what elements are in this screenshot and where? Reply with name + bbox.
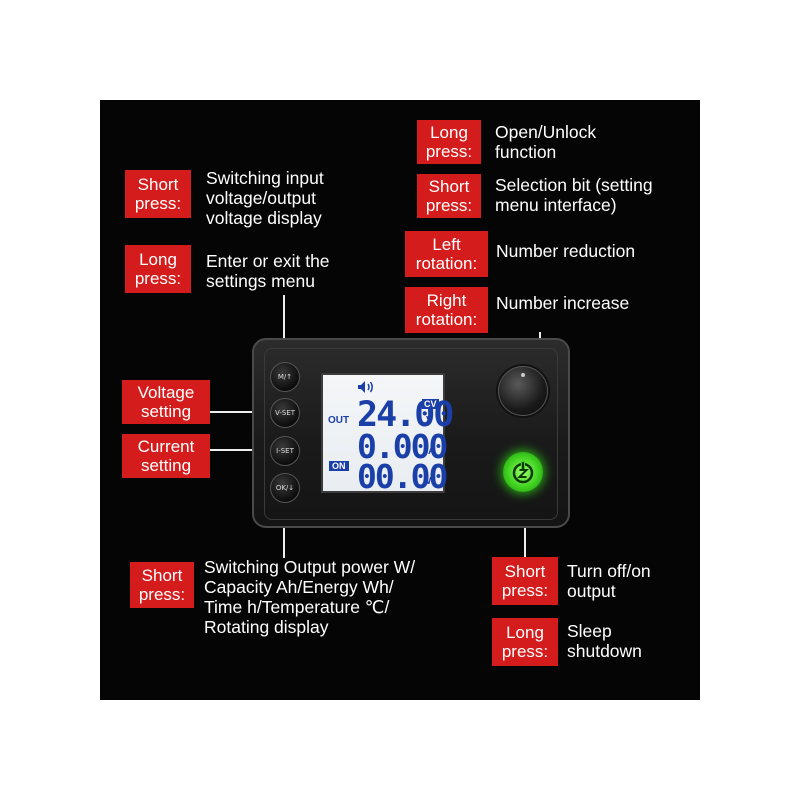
knob-right-rotation-desc: Number increase [496, 293, 630, 313]
ok-short-press-tag: Short press: [130, 562, 194, 608]
connector-m-button [283, 295, 285, 370]
watt-unit: W [426, 476, 436, 487]
vset-button[interactable]: V-SET [270, 398, 300, 428]
current-readout: 0.000 [357, 427, 448, 466]
device-bezel [264, 348, 558, 520]
knob-long-press-tag: Long press: [417, 120, 481, 164]
on-badge: ON [329, 461, 349, 471]
m-short-press-tag: Short press: [125, 170, 191, 218]
power-short-press-tag: Short press: [492, 557, 558, 605]
power-readout: 00.00 [357, 457, 448, 496]
knob-long-press-desc: Open/Unlock function [495, 122, 597, 162]
power-button[interactable] [503, 452, 543, 492]
power-long-press-tag: Long press: [492, 618, 558, 666]
lcd-display: OUT 24.00 CV V 0.000 A ON 00.00 W [321, 373, 454, 496]
knob-short-press-desc: Selection bit (setting menu interface) [495, 175, 653, 215]
cv-badge: CV [422, 399, 439, 409]
power-icon [512, 461, 534, 484]
connector-iset [210, 449, 267, 451]
ok-short-press-desc: Switching Output power W/ Capacity Ah/En… [204, 557, 416, 637]
amp-unit: A [428, 446, 436, 457]
speaker-icon [358, 381, 373, 393]
volt-unit: V [426, 415, 433, 426]
voltage-setting-tag: Voltage setting [122, 380, 210, 424]
ok-down-button[interactable]: OK/↓ [270, 473, 300, 503]
out-label: OUT [328, 415, 350, 426]
knob-left-rotation-tag: Left rotation: [405, 231, 488, 277]
power-short-press-desc: Turn off/on output [567, 561, 651, 601]
connector-vset [210, 411, 267, 413]
m-long-press-desc: Enter or exit the settings menu [206, 251, 330, 291]
connector-ok [283, 498, 285, 558]
power-long-press-desc: Sleep shutdown [567, 621, 642, 661]
m-short-press-desc: Switching input voltage/output voltage d… [206, 168, 324, 228]
knob-right-rotation-tag: Right rotation: [405, 287, 488, 333]
product-panel: Short press: Switching input voltage/out… [100, 100, 700, 700]
knob-short-press-tag: Short press: [417, 174, 481, 218]
current-setting-tag: Current setting [122, 434, 210, 478]
iset-button[interactable]: I-SET [270, 436, 300, 466]
m-long-press-tag: Long press: [125, 245, 191, 293]
knob-left-rotation-desc: Number reduction [496, 241, 636, 261]
m-up-button[interactable]: M/↑ [270, 362, 300, 392]
rotary-encoder-knob[interactable] [498, 366, 548, 416]
